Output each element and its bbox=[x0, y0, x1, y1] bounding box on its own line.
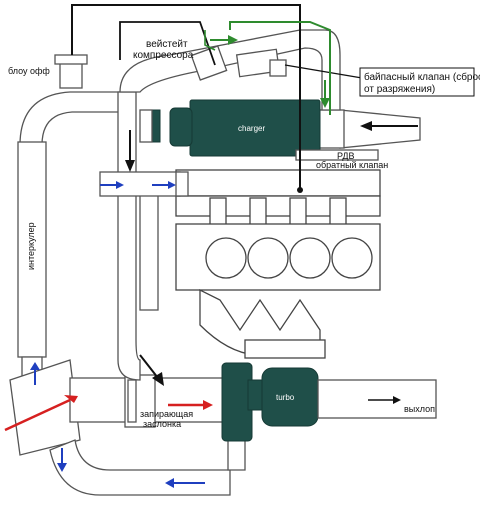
charger-label: charger bbox=[238, 124, 265, 133]
exhaust-label: выхлоп bbox=[404, 404, 435, 414]
control-lines bbox=[71, 4, 363, 193]
turbo-unit bbox=[221, 362, 437, 442]
throttle-pipe bbox=[69, 374, 231, 428]
bypass-label-line2: от разряжения) bbox=[364, 84, 435, 95]
wastegate-valve bbox=[190, 45, 228, 81]
supercharger bbox=[139, 99, 421, 161]
throttle-label-line1: запирающая bbox=[140, 409, 193, 419]
throttle-label-line2: заслонка bbox=[143, 419, 181, 429]
bypass-label-line1: байпасный клапан (сброс bbox=[364, 71, 480, 83]
intercooler-label: интеркулер bbox=[26, 222, 36, 270]
bypass-label-box bbox=[359, 67, 475, 97]
wastegate-label-line2: компрессора bbox=[133, 50, 194, 61]
rdv-valve bbox=[295, 149, 379, 161]
exhaust-pipe bbox=[317, 379, 437, 419]
intercooler-piping bbox=[9, 54, 246, 496]
intercooler bbox=[17, 141, 47, 358]
check-valve-label: обратный клапан bbox=[316, 160, 388, 170]
valve-cluster bbox=[119, 29, 341, 111]
rdv-label: РДВ bbox=[337, 151, 355, 161]
wastegate-label-line1: вейстейт bbox=[146, 39, 188, 50]
engine bbox=[175, 169, 381, 359]
blow-off-label: блоу офф bbox=[8, 66, 50, 76]
flow-arrows bbox=[4, 35, 418, 488]
bypass-pipe bbox=[99, 91, 189, 381]
turbo-label: turbo bbox=[276, 393, 295, 402]
air-filter-inlet bbox=[339, 109, 421, 149]
